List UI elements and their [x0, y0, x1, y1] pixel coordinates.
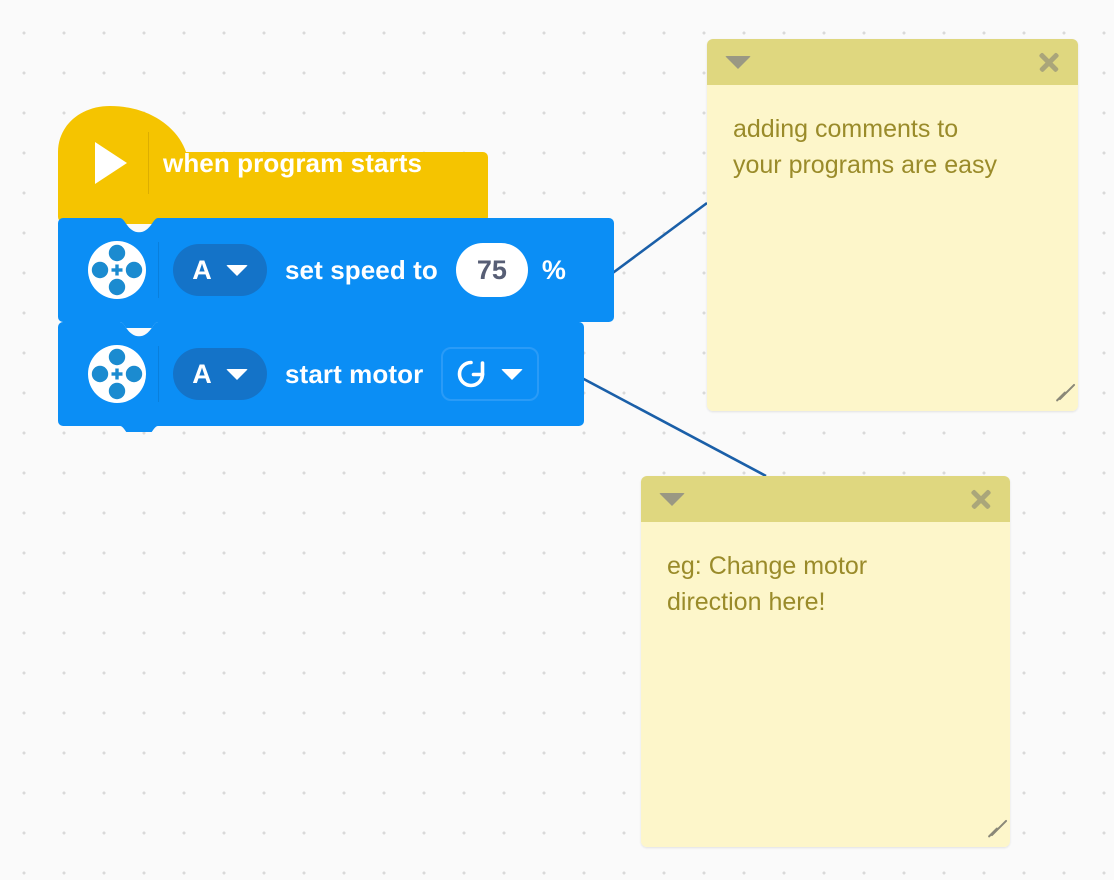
comment-adding[interactable]: adding comments to your programs are eas…	[707, 39, 1078, 411]
comment-body[interactable]: adding comments to your programs are eas…	[707, 85, 1078, 411]
rotate-clockwise-icon	[458, 360, 485, 388]
direction-dropdown[interactable]	[441, 347, 540, 401]
port-dropdown-set-speed[interactable]: A	[173, 244, 267, 296]
hat-block-shape	[58, 106, 488, 224]
chevron-down-icon	[225, 368, 248, 380]
port-dropdown-value: A	[192, 254, 212, 285]
script-stack[interactable]: when program starts	[58, 104, 614, 432]
close-icon[interactable]	[968, 486, 994, 512]
comment-direction[interactable]: eg: Change motor direction here!	[641, 476, 1010, 847]
close-icon[interactable]	[1036, 49, 1062, 75]
block-set-speed-to[interactable]: A set speed to 75 %	[58, 218, 614, 328]
chevron-down-icon[interactable]	[725, 55, 751, 69]
chevron-down-icon	[225, 264, 248, 276]
comment-text[interactable]: eg: Change motor direction here!	[667, 552, 868, 616]
resize-grip-icon[interactable]	[980, 817, 1008, 839]
comment-header[interactable]	[707, 39, 1078, 85]
speed-value-input[interactable]: 75	[455, 243, 528, 297]
comment-body[interactable]: eg: Change motor direction here!	[641, 522, 1010, 847]
port-dropdown-value: A	[192, 358, 212, 389]
chevron-down-icon	[501, 368, 524, 380]
resize-grip-icon[interactable]	[1048, 381, 1076, 403]
command-block-shape	[58, 218, 614, 328]
comment-text[interactable]: adding comments to your programs are eas…	[733, 115, 998, 179]
connector-set-speed-to-comment	[609, 201, 708, 277]
comment-header[interactable]	[641, 476, 1010, 522]
port-dropdown-start-motor[interactable]: A	[173, 348, 267, 400]
block-start-motor[interactable]: A start motor	[58, 322, 584, 432]
block-when-program-starts[interactable]: when program starts	[58, 104, 488, 224]
chevron-down-icon[interactable]	[659, 492, 685, 506]
